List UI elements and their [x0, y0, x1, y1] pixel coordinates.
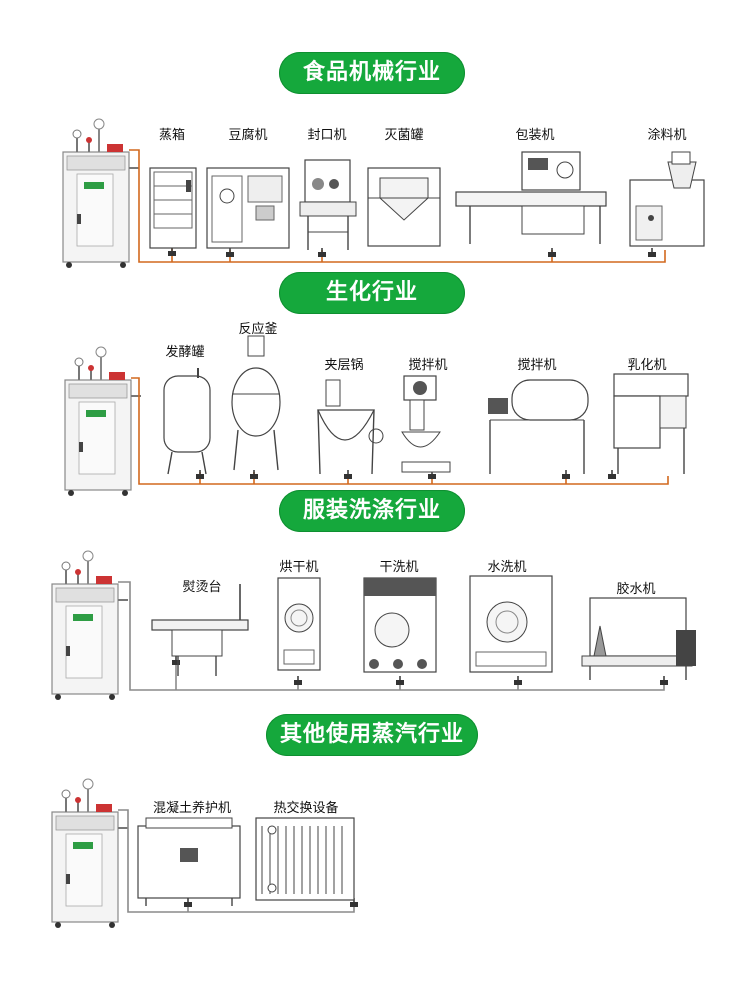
header-laundry: 服装洗涤行业	[279, 490, 465, 532]
label-dryer: 烘干机	[279, 560, 319, 575]
label-heat-exchanger: 热交换设备	[273, 801, 339, 816]
label-washer: 水洗机	[487, 560, 527, 575]
label-steam-box: 蒸箱	[158, 128, 186, 143]
header-biochem: 生化行业	[279, 272, 465, 314]
steam-generator-icon	[51, 550, 129, 701]
steam-generator-icon	[62, 118, 140, 269]
label-fermenter: 发酵罐	[165, 345, 205, 360]
header-other: 其他使用蒸汽行业	[266, 714, 478, 756]
steam-generator-icon	[51, 778, 129, 929]
label-sterilizer: 灭菌罐	[384, 128, 424, 143]
label-mixer-2: 搅拌机	[517, 358, 557, 373]
label-packer: 包装机	[515, 128, 555, 143]
label-dry-cleaner: 干洗机	[379, 560, 419, 575]
label-reactor: 反应釜	[238, 322, 278, 337]
label-mixer-1: 搅拌机	[408, 358, 448, 373]
label-coater: 涂料机	[647, 128, 687, 143]
label-emulsifier: 乳化机	[627, 358, 667, 373]
label-glue-machine: 胶水机	[616, 582, 656, 597]
steam-generator-icon	[64, 346, 142, 497]
label-jacket-pot: 夹层锅	[324, 358, 364, 373]
label-tofu-machine: 豆腐机	[228, 128, 268, 143]
header-food: 食品机械行业	[279, 52, 465, 94]
label-ironing-table: 熨烫台	[182, 580, 222, 595]
section-other-diagram	[51, 778, 359, 929]
section-laundry-diagram	[51, 550, 696, 701]
section-food-diagram	[62, 118, 705, 269]
label-concrete-curing: 混凝土养护机	[152, 801, 232, 816]
section-biochem-diagram	[64, 335, 689, 497]
label-sealer: 封口机	[307, 128, 347, 143]
